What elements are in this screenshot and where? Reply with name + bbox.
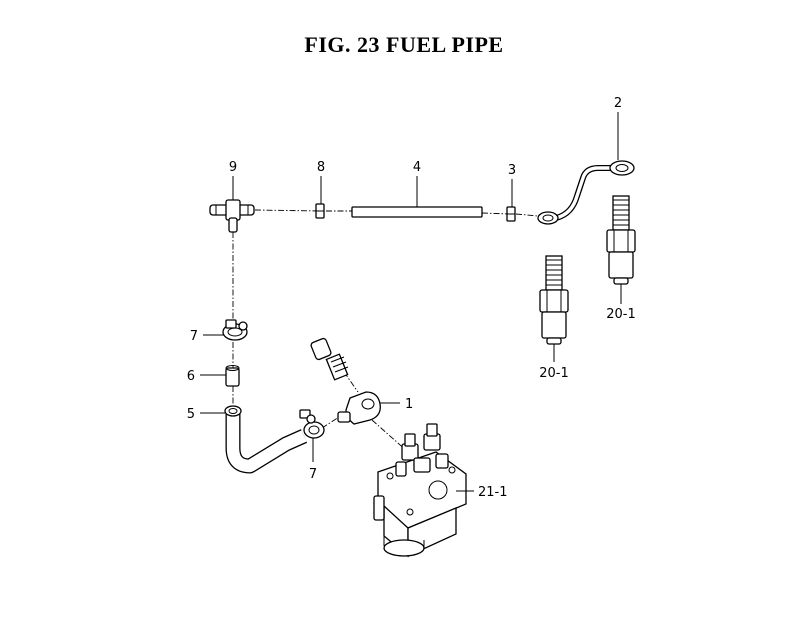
injector-nozzle-right (606, 195, 636, 285)
clip-part-8 (315, 203, 325, 219)
fuel-injection-pump-part-21-1 (373, 423, 467, 558)
eye-bolt (310, 337, 349, 381)
callout-6: 6 (187, 369, 195, 384)
callout-20-1-left: 20-1 (539, 366, 569, 381)
callout-21-1: 21-1 (478, 485, 508, 500)
figure-title: FIG. 23 FUEL PIPE (304, 32, 504, 57)
callout-labels: 9 8 4 3 2 20-1 20-1 7 6 5 1 7 21-1 (187, 96, 636, 500)
hose-clamp-lower (299, 409, 325, 439)
fuel-hose-part-4 (351, 206, 483, 218)
rubber-hose-part-5 (224, 405, 308, 474)
connection-lines (232, 209, 539, 453)
callout-4: 4 (413, 160, 421, 175)
callout-9: 9 (229, 160, 237, 175)
callout-7-upper: 7 (190, 329, 198, 344)
callout-20-1-right: 20-1 (606, 307, 636, 322)
joint-part-1 (337, 391, 381, 425)
injector-nozzle-left (539, 255, 569, 345)
callout-3: 3 (508, 163, 516, 178)
hose-joint-part-6 (225, 365, 240, 387)
callout-8: 8 (317, 160, 325, 175)
callout-2: 2 (614, 96, 622, 111)
hose-clamp-upper (222, 319, 248, 341)
callout-5: 5 (187, 407, 195, 422)
tee-joint-part-9 (209, 199, 255, 233)
injection-pipe-part-2 (537, 160, 635, 225)
callout-1: 1 (405, 397, 413, 412)
clip-part-3 (506, 206, 516, 222)
leader-lines (200, 112, 622, 492)
callout-7-lower: 7 (309, 467, 317, 482)
